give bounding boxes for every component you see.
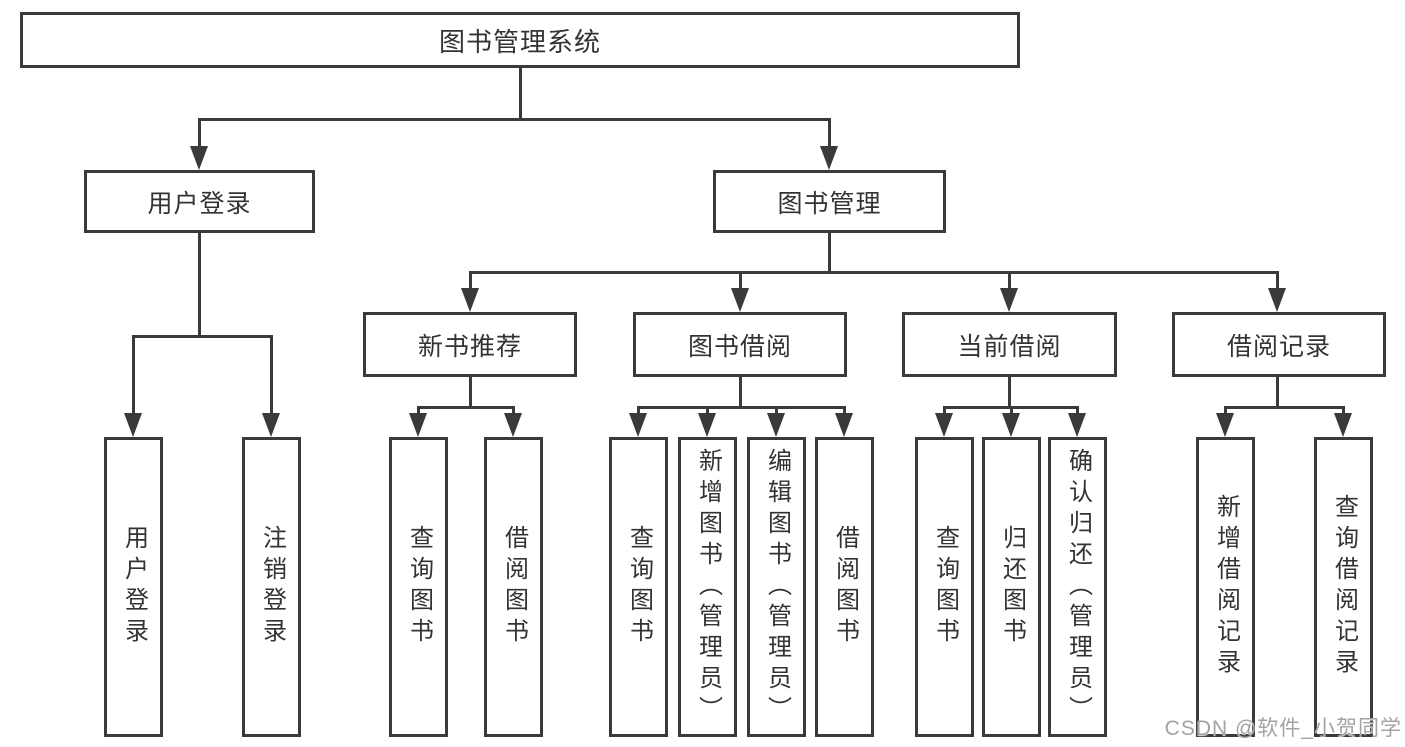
- node-leaf-current-return-books: 归还图书: [982, 437, 1041, 737]
- connector-arrow-new-book-recommendation: [461, 288, 479, 312]
- node-leaf-current-confirm-return-admin: 确认归还（管理员）: [1048, 437, 1107, 737]
- connector-arrow-current-borrowing: [1000, 288, 1018, 312]
- connector-arrow-current-confirm-return: [1068, 413, 1086, 437]
- node-label: 借阅图书: [500, 525, 528, 649]
- connector-arrow-book-management: [820, 146, 838, 170]
- connector-stem-records-add-record: [1224, 406, 1227, 418]
- node-leaf-borrowing-add-books-admin: 新增图书（管理员）: [678, 437, 737, 737]
- connector-stem-book-management: [828, 118, 831, 150]
- node-label: 新增借阅记录: [1212, 494, 1240, 680]
- node-leaf-borrowing-borrow-books: 借阅图书: [815, 437, 874, 737]
- connector-book-management-children-rail: [469, 271, 1279, 274]
- connector-arrow-leaf-logout: [262, 413, 280, 437]
- node-label: 借阅记录: [1226, 332, 1331, 361]
- node-label: 用户登录: [147, 189, 252, 218]
- connector-arrow-borrowing-query-books: [629, 413, 647, 437]
- node-label: 编辑图书（管理员）: [763, 447, 791, 727]
- connector-stem-leaf-logout: [270, 335, 273, 419]
- connector-arrow-borrowing-borrow-books: [835, 413, 853, 437]
- connector-stem-borrowing-edit-books: [775, 406, 778, 418]
- connector-stem-borrowing-query-books: [637, 406, 640, 418]
- connector-arrow-current-return-books: [1002, 413, 1020, 437]
- node-leaf-borrowing-query-books: 查询图书: [609, 437, 668, 737]
- connector-stem-leaf-user-login: [132, 335, 135, 419]
- connector-arrow-borrowing-edit-books: [767, 413, 785, 437]
- connector-arrow-recommend-borrow-books: [504, 413, 522, 437]
- node-leaf-records-add-borrow-record: 新增借阅记录: [1196, 437, 1255, 737]
- node-leaf-borrowing-edit-books-admin: 编辑图书（管理员）: [747, 437, 806, 737]
- node-label: 归还图书: [998, 525, 1026, 649]
- node-label: 当前借阅: [957, 332, 1062, 361]
- node-label: 图书借阅: [687, 332, 792, 361]
- node-book-management: 图书管理: [713, 170, 946, 233]
- connector-stem-borrowing-add-books: [706, 406, 709, 418]
- node-label: 新书推荐: [417, 332, 522, 361]
- connector-stem-current-return-books: [1010, 406, 1013, 418]
- node-label: 查询图书: [931, 525, 959, 649]
- node-label: 用户登录: [120, 525, 148, 649]
- node-label: 查询借阅记录: [1330, 494, 1358, 680]
- node-leaf-records-query-borrow-record: 查询借阅记录: [1314, 437, 1373, 737]
- node-label: 借阅图书: [831, 525, 859, 649]
- connector-arrow-leaf-user-login: [124, 413, 142, 437]
- connector-stem-new-book-recommendation: [469, 271, 472, 291]
- connector-arrow-records-query-record: [1334, 413, 1352, 437]
- node-new-book-recommendation: 新书推荐: [363, 312, 577, 377]
- node-leaf-logout: 注销登录: [242, 437, 301, 737]
- node-leaf-user-login: 用户登录: [104, 437, 163, 737]
- csdn-watermark: CSDN @软件_小贺同学: [1164, 717, 1402, 740]
- connector-borrowing-records-stub: [1276, 375, 1279, 408]
- connector-arrow-borrowing-add-books: [698, 413, 716, 437]
- node-borrowing-records: 借阅记录: [1172, 312, 1386, 377]
- connector-stem-user-login: [198, 118, 201, 150]
- connector-stem-book-borrowing: [739, 271, 742, 291]
- connector-stem-current-query-books: [943, 406, 946, 418]
- connector-root-children-rail: [198, 118, 831, 121]
- connector-stem-recommend-query-books: [417, 406, 420, 418]
- node-label: 查询图书: [625, 525, 653, 649]
- connector-stem-current-borrowing: [1008, 271, 1011, 291]
- node-label: 图书管理: [777, 189, 882, 218]
- connector-user-login-children-rail: [132, 335, 273, 338]
- node-leaf-recommend-borrow-books: 借阅图书: [484, 437, 543, 737]
- connector-arrow-book-borrowing: [731, 288, 749, 312]
- node-label: 注销登录: [258, 525, 286, 649]
- connector-arrow-recommend-query-books: [409, 413, 427, 437]
- connector-new-book-recommendation-stub: [469, 375, 472, 408]
- node-library-management-system: 图书管理系统: [20, 12, 1020, 68]
- connector-arrow-user-login: [190, 146, 208, 170]
- connector-arrow-current-query-books: [935, 413, 953, 437]
- node-label: 图书管理系统: [438, 26, 601, 57]
- connector-stem-records-query-record: [1342, 406, 1345, 418]
- connector-arrow-borrowing-records: [1268, 288, 1286, 312]
- connector-stem-recommend-borrow-books: [512, 406, 515, 418]
- connector-stem-borrowing-records: [1276, 271, 1279, 291]
- node-current-borrowing: 当前借阅: [902, 312, 1117, 377]
- connector-stem-current-confirm-return: [1076, 406, 1079, 418]
- connector-user-login-stub: [198, 231, 201, 338]
- connector-root-stub: [519, 68, 522, 120]
- node-book-borrowing: 图书借阅: [633, 312, 847, 377]
- node-label: 查询图书: [405, 525, 433, 649]
- node-label: 新增图书（管理员）: [694, 447, 722, 727]
- connector-arrow-records-add-record: [1216, 413, 1234, 437]
- connector-current-borrowing-stub: [1008, 375, 1011, 408]
- connector-borrowing-records-children-rail: [1224, 406, 1345, 409]
- connector-stem-borrowing-borrow-books: [843, 406, 846, 418]
- node-leaf-recommend-query-books: 查询图书: [389, 437, 448, 737]
- node-user-login: 用户登录: [84, 170, 315, 233]
- connector-book-management-stub: [828, 231, 831, 273]
- connector-new-book-recommendation-children-rail: [417, 406, 515, 409]
- node-label: 确认归还（管理员）: [1064, 447, 1092, 727]
- node-leaf-current-query-books: 查询图书: [915, 437, 974, 737]
- connector-book-borrowing-stub: [739, 375, 742, 408]
- connector-book-borrowing-children-rail: [637, 406, 846, 409]
